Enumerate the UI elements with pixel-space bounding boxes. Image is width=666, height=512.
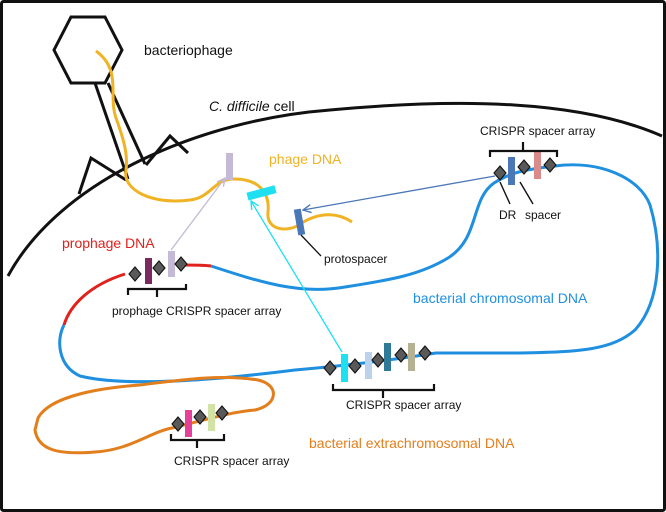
label-crispr-plasmid: CRISPR spacer array [174,454,289,468]
plasmid-crispr-array [171,404,229,437]
main-spacer-lightblue [365,352,372,379]
extrachromosomal-dna-strand [33,376,275,455]
prophage-spacer-lilac [168,251,175,277]
main-crispr-array [323,343,432,382]
label-cell-word: cell [270,98,295,114]
label-prophage-crispr: prophage CRISPR spacer array [112,304,281,318]
protospacer-marker [293,208,306,236]
phage-leg-left [77,155,127,195]
label-bacteriophage: bacteriophage [144,42,233,58]
prophage-crispr-array [128,251,188,284]
label-prophage-dna: prophage DNA [62,235,155,251]
main-spacer-khaki [408,343,415,371]
top-crispr-array [493,152,557,185]
cell-envelope [6,101,663,277]
label-protospacer: protospacer [324,252,387,266]
protospacer-pointer [300,234,322,257]
label-chromosomal-dna: bacterial chromosomal DNA [413,290,588,306]
phage-head [52,15,124,85]
dr-pointer [499,181,511,205]
arrow-cyan-to-phage [251,201,343,353]
label-extrachromosomal-dna: bacterial extrachromosomal DNA [309,435,515,451]
phage-leg-right [144,133,190,166]
prophage-spacer-purple [145,258,152,284]
label-spacer: spacer [525,208,561,222]
top-spacer-blue [508,157,515,185]
label-crispr-main: CRISPR spacer array [346,398,461,412]
arrow-blue-to-protospacer [303,175,496,210]
phage-spacer-cyan [246,185,277,201]
arrow-lilac-to-phage [170,178,225,251]
main-spacer-cyan [341,354,348,382]
phage-dna-strand [95,49,353,231]
label-crispr-top: CRISPR spacer array [480,124,595,138]
top-spacer-pink [534,152,541,179]
spacer-pointer [519,181,534,205]
plasmid-spacer-magenta [185,410,192,437]
phage-tail-left [93,82,130,180]
phage-spacer-lilac [226,153,233,180]
label-cell-species: C. difficile [209,98,270,114]
plasmid-spacer-palegreen [208,404,215,431]
main-spacer-teal [384,343,391,371]
label-cell: C. difficile cell [209,98,295,114]
label-phage-dna: phage DNA [269,151,342,167]
label-dr: DR [499,208,517,222]
